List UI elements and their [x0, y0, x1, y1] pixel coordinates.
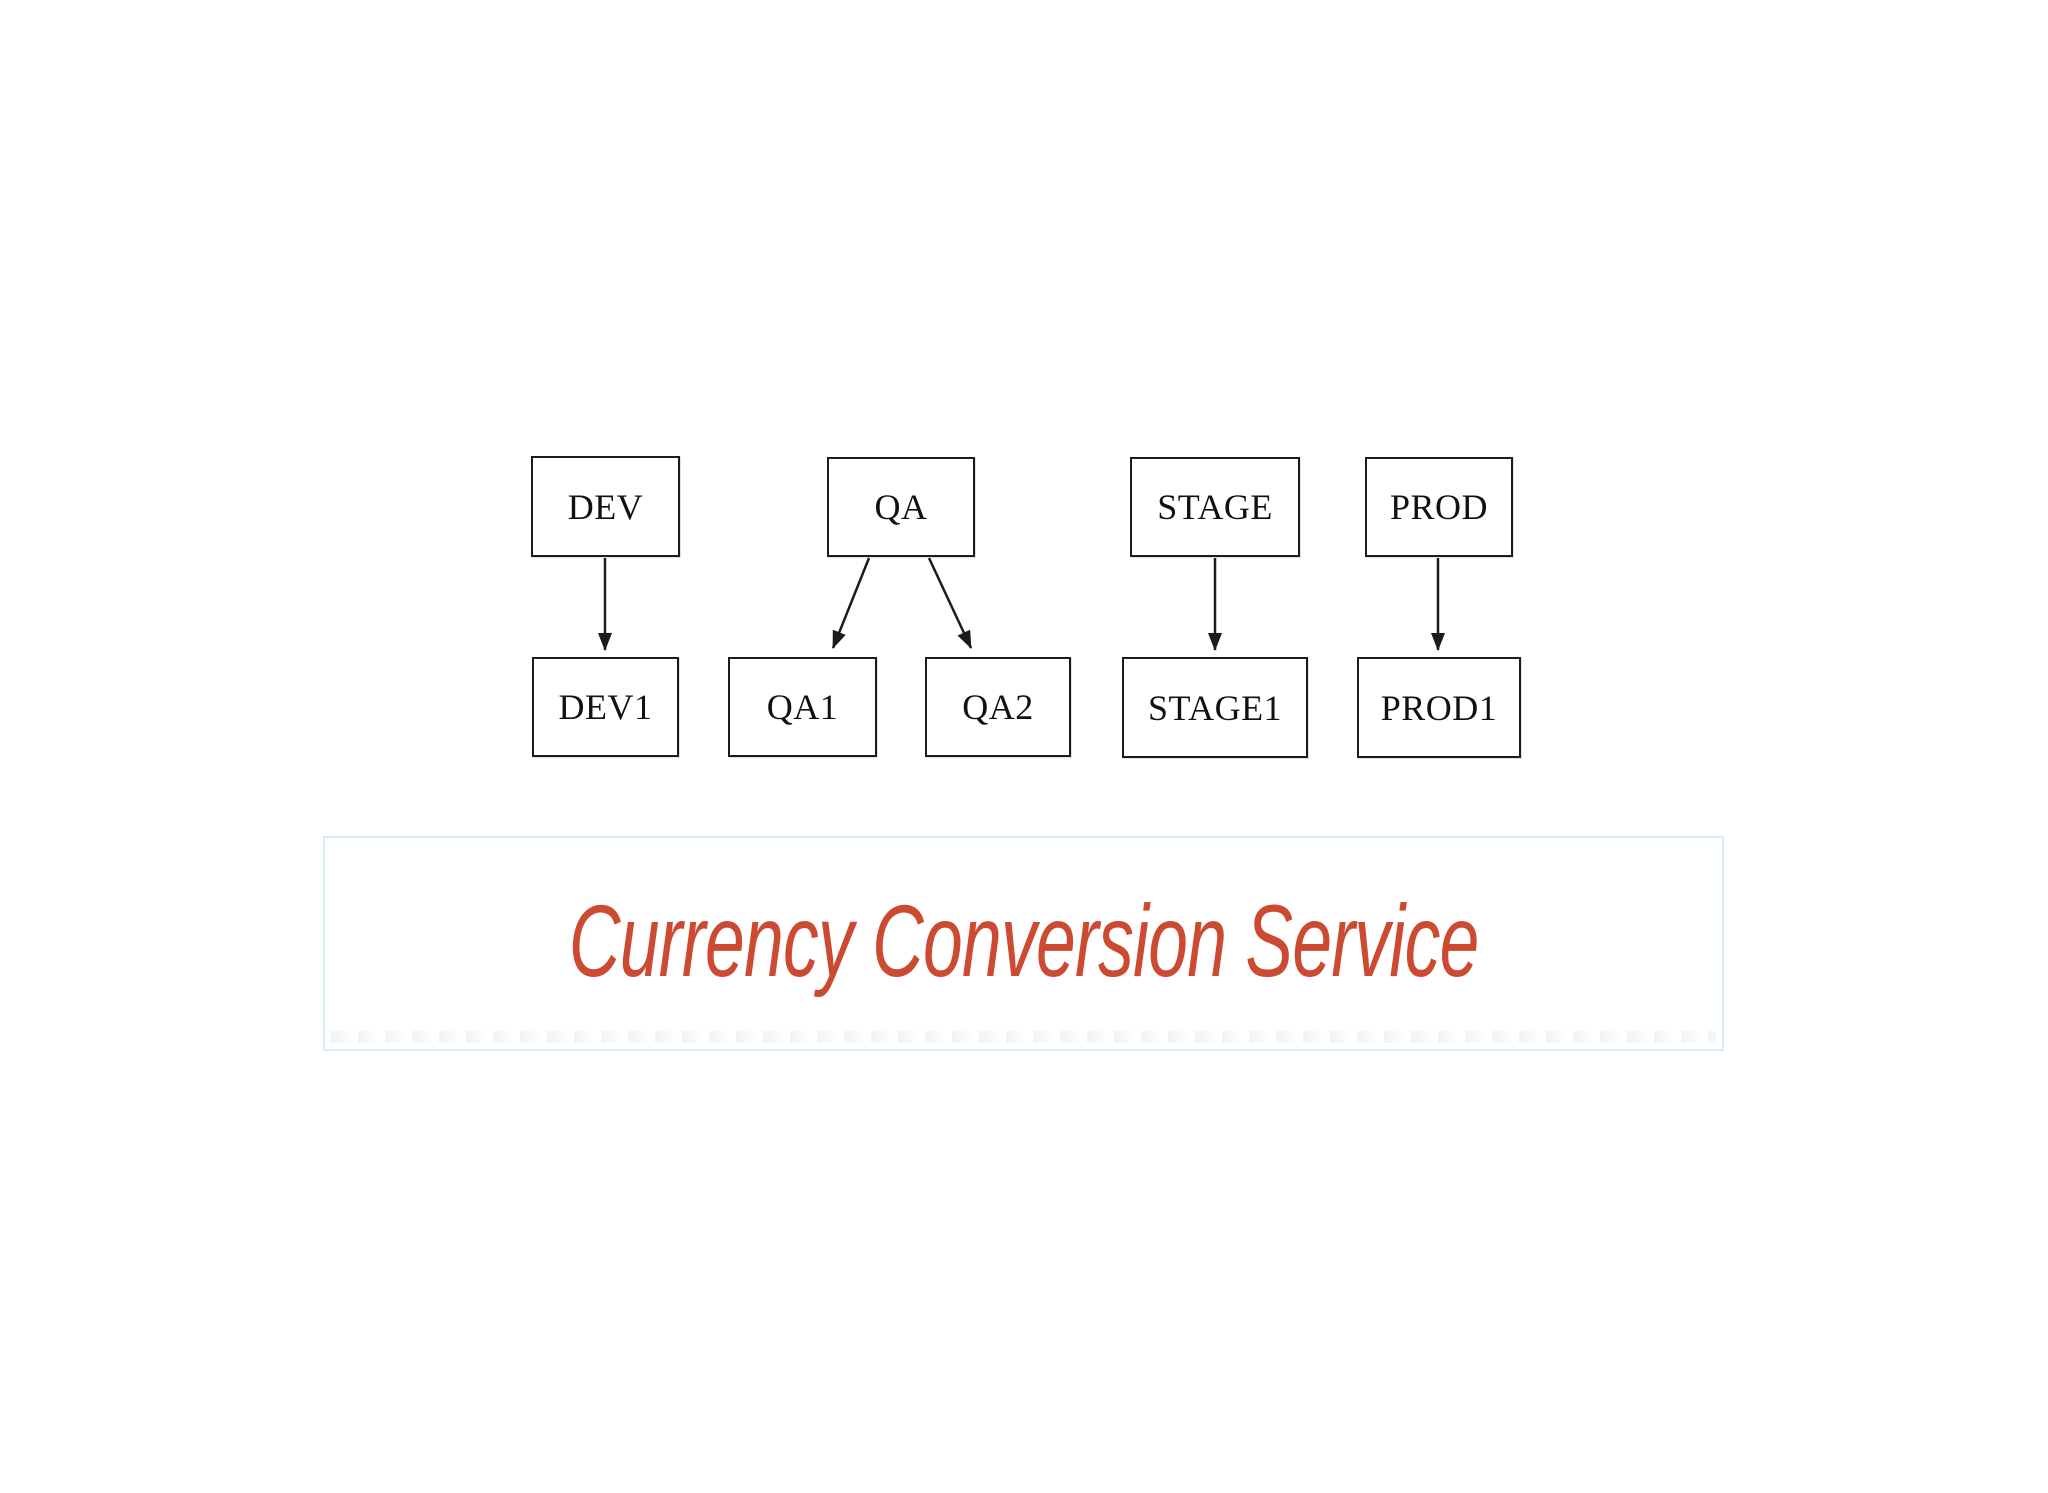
node-prod1-label: PROD1	[1380, 687, 1498, 728]
ghost-artifact-strip	[331, 1031, 1716, 1043]
node-qa-label: QA	[874, 487, 928, 527]
node-prod-label: PROD	[1389, 487, 1489, 527]
node-dev1-label: DEV1	[558, 687, 653, 727]
node-stage1: STAGE1	[1122, 657, 1308, 758]
node-qa: QA	[827, 457, 975, 557]
node-qa1-label: QA1	[766, 687, 839, 727]
node-stage: STAGE	[1130, 457, 1300, 557]
caption-box: Currency Conversion Service	[323, 836, 1724, 1051]
node-prod1: PROD1	[1357, 657, 1521, 758]
node-qa1: QA1	[728, 657, 877, 757]
caption-title: Currency Conversion Service	[568, 883, 1479, 998]
node-prod: PROD	[1365, 457, 1513, 557]
node-qa2-label: QA2	[962, 687, 1034, 727]
node-stage1-label: STAGE1	[1147, 687, 1283, 728]
node-dev-label: DEV	[567, 486, 644, 527]
node-dev1: DEV1	[532, 657, 679, 757]
node-dev: DEV	[531, 456, 680, 557]
edge-arrow-qa-qa2	[927, 557, 973, 649]
node-qa2: QA2	[925, 657, 1071, 757]
edge-arrow-qa-qa1	[831, 557, 871, 649]
node-stage-label: STAGE	[1157, 487, 1273, 527]
